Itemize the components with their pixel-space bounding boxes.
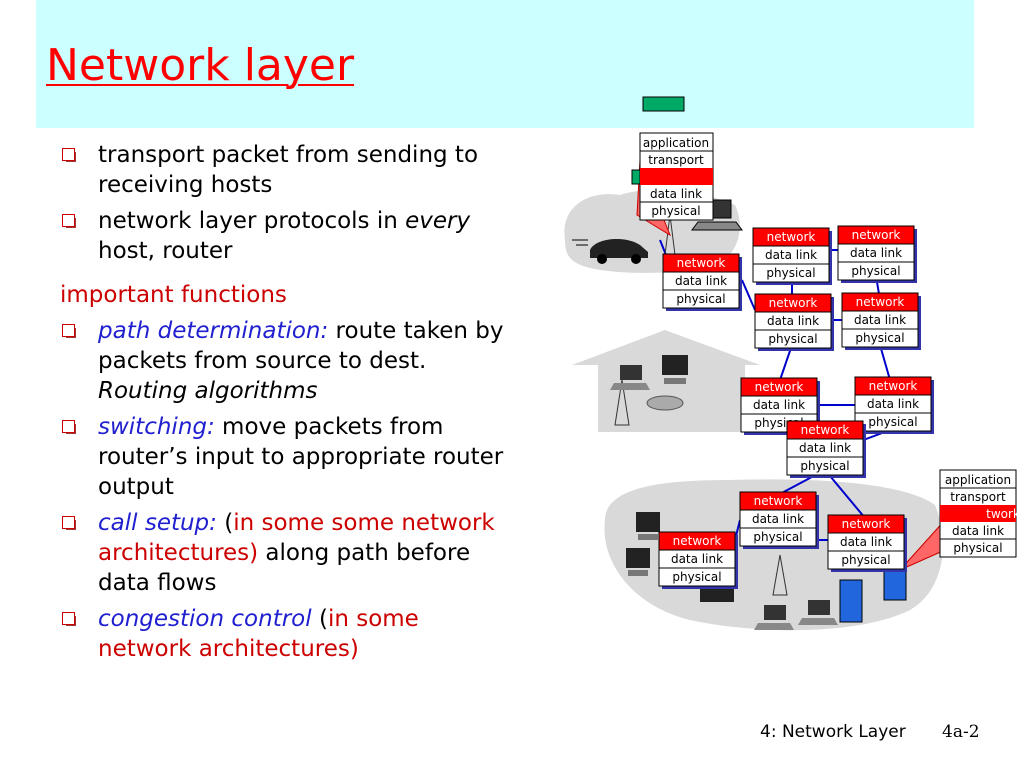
svg-text:data link: data link bbox=[952, 524, 1004, 538]
source-host-stack: application transport data link physical bbox=[639, 132, 714, 221]
section-heading: important functions bbox=[60, 282, 287, 308]
router-stack: network data link physical bbox=[786, 420, 866, 478]
stack-layer-label: data link bbox=[765, 248, 817, 262]
svg-text:application: application bbox=[945, 473, 1011, 487]
svg-text:transport: transport bbox=[950, 490, 1006, 504]
stack-layer-label: data link bbox=[675, 274, 727, 288]
svg-text:application: application bbox=[643, 136, 709, 150]
router-stacks: network data link physical network data link… bbox=[658, 225, 934, 589]
svg-text:physical: physical bbox=[953, 541, 1002, 555]
stack-layer-label: physical bbox=[851, 264, 900, 278]
stack-layer-label: physical bbox=[855, 331, 904, 345]
stack-layer-label: network bbox=[767, 230, 816, 244]
bullet-square-icon bbox=[62, 324, 76, 338]
destination-host-stack: application transport twork data link ph… bbox=[939, 469, 1020, 558]
stack-layer-label: data link bbox=[854, 313, 906, 327]
stack-layer-label: network bbox=[755, 380, 804, 394]
router-stack: network data link physical bbox=[662, 253, 742, 311]
stack-layer-label: data link bbox=[671, 552, 723, 566]
router-icon bbox=[646, 395, 684, 411]
stack-layer-label: physical bbox=[672, 570, 721, 584]
bullet-path-determination: path determination: route taken by packe… bbox=[60, 316, 505, 406]
bullet-switching: switching: move packets from router’s in… bbox=[60, 412, 505, 502]
router-stack: network data link physical bbox=[658, 531, 738, 589]
stack-layer-label: physical bbox=[753, 530, 802, 544]
footer-slide-number: 4a-2 bbox=[942, 722, 980, 742]
stack-layer-label: physical bbox=[800, 459, 849, 473]
router-stack: network data link physical bbox=[739, 491, 819, 549]
bullet-call-setup: call setup: (in some some network archit… bbox=[60, 508, 505, 598]
router-stack: network data link physical bbox=[754, 293, 834, 351]
slide-content: transport packet from sending to receivi… bbox=[60, 140, 505, 670]
router-stack: network data link physical bbox=[827, 514, 907, 572]
stack-layer-label: data link bbox=[850, 246, 902, 260]
stack-layer-label: physical bbox=[768, 332, 817, 346]
bullet-square-icon bbox=[62, 148, 76, 162]
bullet-protocols: network layer protocols in every host, r… bbox=[60, 206, 505, 266]
bullet-square-icon bbox=[62, 214, 76, 228]
svg-text:data link: data link bbox=[650, 187, 702, 201]
stack-layer-label: data link bbox=[867, 397, 919, 411]
router-stack: network data link physical bbox=[854, 376, 934, 434]
stack-layer-label: physical bbox=[676, 292, 725, 306]
router-stack: network data link physical bbox=[752, 227, 832, 285]
title-band bbox=[36, 0, 974, 128]
stack-layer-label: data link bbox=[767, 314, 819, 328]
page-title: Network layer bbox=[46, 40, 355, 91]
stack-layer-label: network bbox=[856, 295, 905, 309]
stack-layer-label: physical bbox=[868, 415, 917, 429]
stack-layer-label: data link bbox=[840, 535, 892, 549]
stack-layer-label: data link bbox=[799, 441, 851, 455]
footer-chapter: 4: Network Layer bbox=[760, 722, 906, 742]
stack-layer-label: data link bbox=[752, 512, 804, 526]
router-stack: network data link physical bbox=[841, 292, 921, 350]
stack-layer-label: network bbox=[842, 517, 891, 531]
svg-text:physical: physical bbox=[651, 204, 700, 218]
bullet-transport-packet: transport packet from sending to receivi… bbox=[60, 140, 505, 200]
stack-layer-label: network bbox=[754, 494, 803, 508]
stack-layer-label: network bbox=[677, 256, 726, 270]
bullet-square-icon bbox=[62, 420, 76, 434]
stack-layer-label: data link bbox=[753, 398, 805, 412]
stack-layer-label: physical bbox=[841, 553, 890, 567]
stack-layer-label: network bbox=[673, 534, 722, 548]
bullet-square-icon bbox=[62, 516, 76, 530]
stack-layer-label: network bbox=[801, 423, 850, 437]
stack-layer-label: network bbox=[869, 379, 918, 393]
bullet-square-icon bbox=[62, 612, 76, 626]
stack-layer-label: network bbox=[769, 296, 818, 310]
router-stack: network data link physical bbox=[837, 225, 917, 283]
svg-text:twork: twork bbox=[986, 507, 1020, 521]
stack-layer-label: physical bbox=[766, 266, 815, 280]
laptop-icon bbox=[610, 365, 838, 630]
car-icon bbox=[572, 238, 648, 264]
svg-text:transport: transport bbox=[648, 153, 704, 167]
packet-icon bbox=[642, 96, 685, 112]
bullet-congestion-control: congestion control (in some network arch… bbox=[60, 604, 505, 664]
stack-layer-label: network bbox=[852, 228, 901, 242]
